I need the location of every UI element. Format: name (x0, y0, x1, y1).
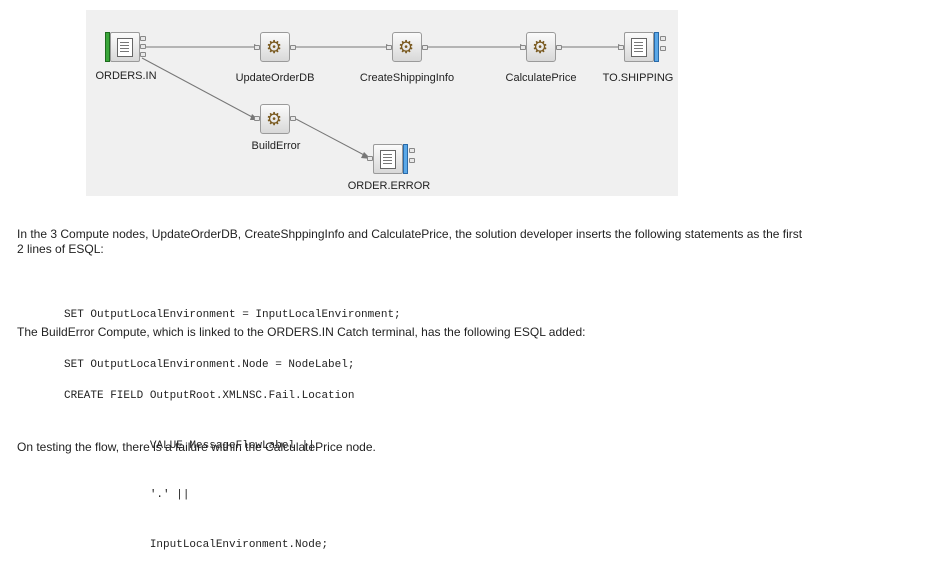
gear-icon: ⚙ (532, 37, 549, 57)
mq-output-node-icon[interactable] (624, 32, 654, 62)
gear-icon: ⚙ (266, 37, 283, 57)
message-flow-canvas[interactable]: ORDERS.IN ⚙ UpdateOrderDB ⚙ CreateShippi… (86, 10, 678, 196)
gear-icon: ⚙ (266, 109, 283, 129)
out-terminal[interactable] (409, 148, 415, 153)
esql-code-block-1: SET OutputLocalEnvironment = InputLocalE… (64, 274, 401, 390)
failure-terminal[interactable] (140, 44, 146, 49)
connection-builderror-to-ordererror (295, 118, 367, 157)
node-label-order-error: ORDER.ERROR (347, 180, 431, 192)
compute-node-create-shipping-info[interactable]: ⚙ (392, 32, 422, 62)
node-label-calculate-price: CalculatePrice (505, 72, 577, 84)
in-terminal[interactable] (520, 45, 526, 50)
mq-input-node-icon[interactable] (110, 32, 140, 62)
paragraph-test-result: On testing the flow, there is a failure … (17, 440, 376, 454)
node-label-orders-in: ORDERS.IN (95, 70, 157, 82)
out-terminal[interactable] (290, 45, 296, 50)
gear-icon: ⚙ (398, 37, 415, 57)
node-label-build-error: BuildError (251, 140, 301, 152)
mq-output-node-icon[interactable] (373, 144, 403, 174)
connection-catch-to-builderror (141, 57, 255, 119)
in-terminal[interactable] (618, 45, 624, 50)
paragraph-line: 2 lines of ESQL: (17, 242, 104, 256)
code-line: '.' || (64, 489, 190, 501)
paragraph-line: In the 3 Compute nodes, UpdateOrderDB, C… (17, 227, 803, 241)
code-line: SET OutputLocalEnvironment = InputLocalE… (64, 309, 401, 321)
failure-terminal[interactable] (660, 46, 666, 51)
out-terminal[interactable] (556, 45, 562, 50)
mq-output-bar (403, 144, 408, 174)
code-line: SET OutputLocalEnvironment.Node = NodeLa… (64, 358, 355, 371)
in-terminal[interactable] (386, 45, 392, 50)
paragraph-compute-statements: In the 3 Compute nodes, UpdateOrderDB, C… (17, 227, 802, 257)
in-terminal[interactable] (367, 156, 373, 161)
node-label-update-order-db: UpdateOrderDB (235, 72, 315, 84)
code-line: InputLocalEnvironment.Node; (64, 538, 329, 551)
in-terminal[interactable] (254, 45, 260, 50)
out-terminal[interactable] (660, 36, 666, 41)
node-label-to-shipping: TO.SHIPPING (602, 72, 674, 84)
catch-terminal[interactable] (140, 52, 146, 57)
esql-code-block-2: CREATE FIELD OutputRoot.XMLNSC.Fail.Loca… (64, 355, 354, 570)
paragraph-builderror: The BuildError Compute, which is linked … (17, 325, 586, 339)
out-terminal[interactable] (290, 116, 296, 121)
code-line: VALUE MessageFlowLabel || (64, 439, 315, 452)
mq-output-bar (654, 32, 659, 62)
code-line: CREATE FIELD OutputRoot.XMLNSC.Fail.Loca… (64, 390, 355, 402)
out-terminal[interactable] (140, 36, 146, 41)
failure-terminal[interactable] (409, 158, 415, 163)
mq-input-bar (105, 32, 110, 62)
out-terminal[interactable] (422, 45, 428, 50)
node-label-create-shipping-info: CreateShippingInfo (359, 72, 455, 84)
compute-node-calculate-price[interactable]: ⚙ (526, 32, 556, 62)
in-terminal[interactable] (254, 116, 260, 121)
compute-node-update-order-db[interactable]: ⚙ (260, 32, 290, 62)
compute-node-build-error[interactable]: ⚙ (260, 104, 290, 134)
